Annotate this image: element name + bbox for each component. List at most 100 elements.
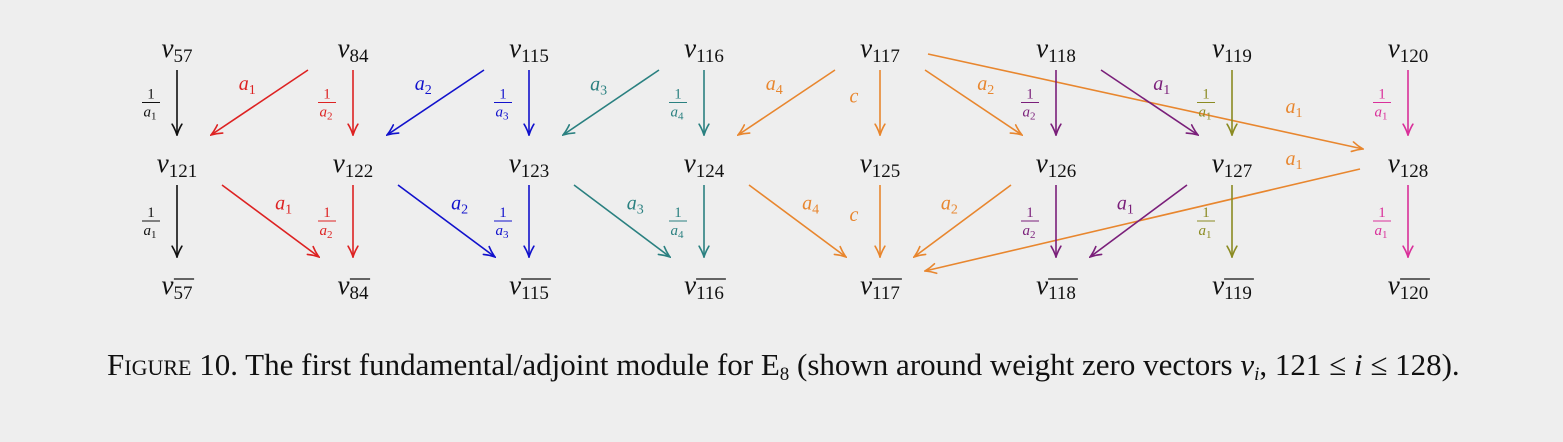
node-v-121: v121 [157,148,197,182]
edge-label: 1a1 [142,87,160,123]
svg-text:a2: a2 [1023,105,1036,123]
node-bar-57: v57 [162,270,195,304]
node-v-127: v127 [1212,148,1252,182]
edge-n124-b117: a4 [748,184,846,257]
svg-text:1: 1 [674,205,682,221]
edge-n57-n121: 1a1 [142,70,177,135]
edge-n122-b115: a2 [397,184,495,257]
svg-text:1: 1 [323,205,331,221]
edge-line [738,69,836,135]
edge-line [914,184,1012,257]
edge-n122-b84: 1a2 [318,185,353,257]
node-v-119: v119 [1212,33,1252,67]
edge-label: 1a4 [669,87,687,123]
edge-n128-b117: a1 [925,148,1361,271]
node-bar-119: v119 [1212,270,1254,304]
caption-i: i [1353,347,1363,382]
svg-text:v121: v121 [157,148,197,182]
svg-text:v120: v120 [1388,270,1428,304]
caption-v: v [1240,347,1255,382]
edge-label: 1a1 [142,205,160,241]
edge-line [1090,184,1188,257]
caption-text: The first fundamental/adjoint module for… [245,347,780,382]
edge-label: 1a2 [318,205,336,241]
svg-text:v126: v126 [1036,148,1076,182]
edge-n120-n128: 1a1 [1373,70,1408,135]
svg-text:a1: a1 [1375,223,1388,241]
edge-n126-b118: 1a2 [1021,185,1056,257]
edge-line [924,69,1022,135]
svg-text:a1: a1 [1199,223,1212,241]
edge-label: a3 [590,73,607,98]
edge-n124-b116: 1a4 [669,185,704,257]
edge-label: 1a1 [1373,87,1391,123]
node-v-126: v126 [1036,148,1076,182]
figure-caption: Figure 10. The first fundamental/adjoint… [107,344,1477,385]
edge-label: 1a2 [1021,87,1039,123]
node-v-84: v84 [338,33,369,67]
edge-line [748,184,846,257]
svg-text:1: 1 [674,87,682,103]
node-bar-116: v116 [684,270,726,304]
svg-text:v57: v57 [162,33,193,67]
edge-label: 1a2 [1021,205,1039,241]
edge-n117-n124: a4 [738,69,836,135]
svg-text:1: 1 [1026,87,1034,103]
svg-text:v117: v117 [860,33,900,67]
edge-label: 1a3 [494,87,512,123]
edge-n123-b116: a3 [573,184,670,257]
figure-label: Figure 10. [107,347,238,382]
node-v-124: v124 [684,148,725,182]
node-v-125: v125 [860,148,900,182]
svg-text:v115: v115 [509,270,549,304]
edge-label: a2 [415,73,432,98]
edge-label: c [850,86,859,108]
caption-range-end: ≤ 128). [1362,347,1460,382]
edge-line [927,53,1363,149]
svg-text:1: 1 [1202,205,1210,221]
svg-text:v117: v117 [860,270,900,304]
edge-label: a1 [1117,192,1134,217]
caption-v-sub: i [1254,364,1260,385]
edge-label: a1 [1153,73,1170,98]
svg-text:v125: v125 [860,148,900,182]
svg-text:v115: v115 [509,33,549,67]
edge-n84-n122: 1a2 [318,70,353,135]
node-v-122: v122 [333,148,373,182]
edge-n123-b115: 1a3 [494,185,529,257]
edge-line [925,168,1361,271]
edge-label: a1 [1286,148,1303,173]
svg-text:a2: a2 [320,223,333,241]
caption-e-sub: 8 [779,364,790,385]
svg-text:1: 1 [1378,87,1386,103]
edge-line [221,184,319,257]
edge-n118-n127: a1 [1100,69,1198,135]
svg-text:v116: v116 [684,33,724,67]
edge-label: a1 [239,73,256,98]
edge-label: a4 [802,192,819,217]
node-v-128: v128 [1388,148,1428,182]
svg-text:a2: a2 [1023,223,1036,241]
edge-n84-n121: a1 [211,69,309,135]
svg-text:v84: v84 [338,270,369,304]
edge-line [573,184,670,257]
node-bar-115: v115 [509,270,551,304]
svg-text:v118: v118 [1036,33,1076,67]
node-v-57: v57 [162,33,193,67]
caption-paren: (shown around weight zero vectors [789,347,1241,382]
svg-text:v128: v128 [1388,148,1428,182]
svg-text:v122: v122 [333,148,373,182]
edge-label: a1 [275,192,292,217]
edge-n117-n125: c [850,70,880,135]
edge-line [387,69,485,135]
node-bar-84: v84 [338,270,371,304]
svg-text:1: 1 [1378,205,1386,221]
node-v-120: v120 [1388,33,1428,67]
svg-text:v116: v116 [684,270,724,304]
svg-text:v84: v84 [338,33,369,67]
svg-text:a1: a1 [144,223,157,241]
svg-text:1: 1 [1026,205,1034,221]
node-v-118: v118 [1036,33,1076,67]
edge-n121-b84: a1 [221,184,319,257]
edge-label: a4 [766,73,783,98]
